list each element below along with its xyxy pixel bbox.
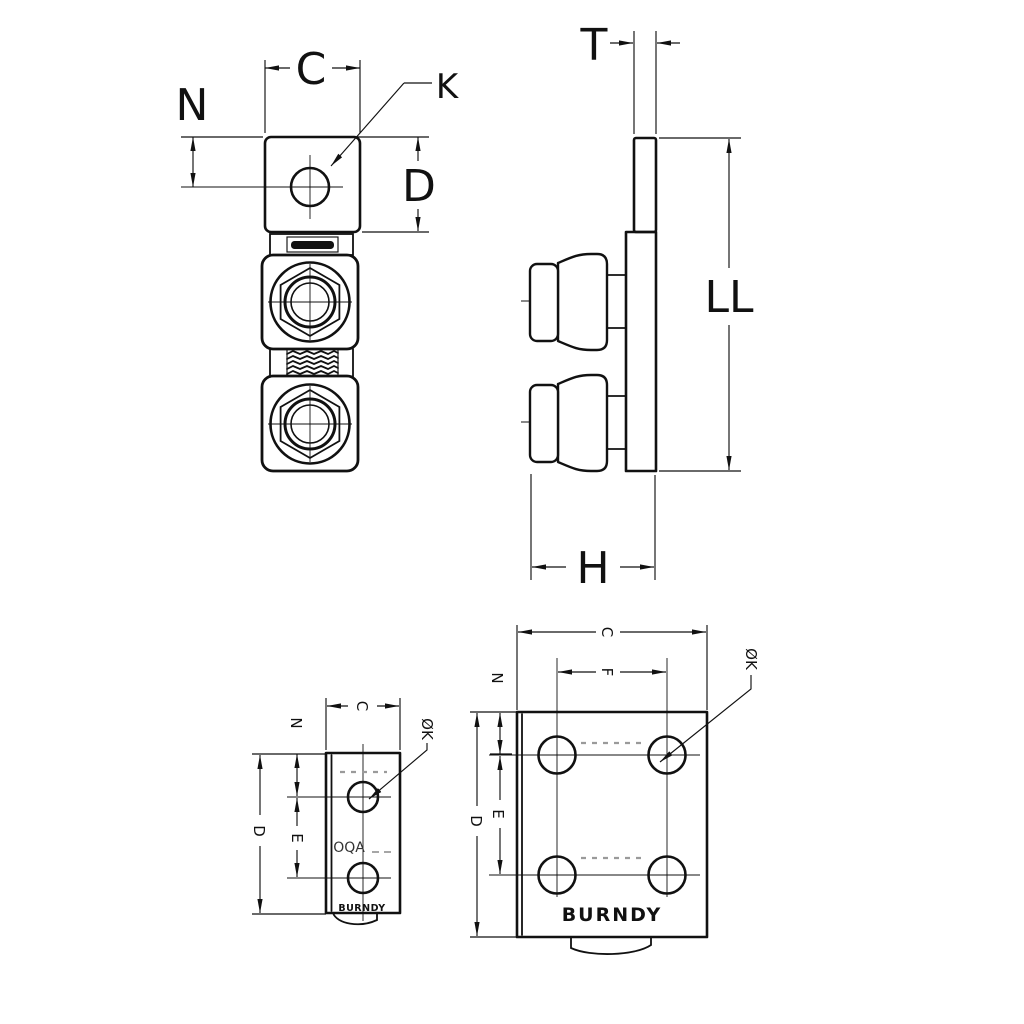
pad-back-view: C F N D E ØK BURNDY	[467, 625, 760, 955]
clamp-body-1	[260, 253, 360, 351]
pad-blade-side	[632, 136, 658, 234]
set-screw-side-2	[521, 373, 627, 473]
hole-dia-callout-padside: ØK	[418, 718, 436, 741]
dim-label-e-padside: E	[288, 833, 306, 842]
hole-bottom-right	[647, 855, 687, 895]
set-screw-front-2	[268, 383, 352, 465]
dim-label-f-padback: F	[598, 668, 616, 677]
dim-label-c-padback: C	[598, 627, 616, 637]
dim-label-h: H	[576, 543, 609, 594]
clamp-body-2	[260, 374, 360, 473]
serration	[269, 348, 354, 378]
dim-label-d-front: D	[402, 161, 436, 212]
dim-label-n-padback: N	[488, 672, 506, 683]
dim-label-e-padback: E	[489, 809, 507, 818]
dim-label-d-padback: D	[467, 815, 485, 827]
pad-plate-back	[515, 710, 709, 939]
dim-label-c-front: C	[296, 44, 327, 95]
brand-logo-small: BURNDY	[338, 903, 385, 914]
hole-callout-k: K	[436, 67, 460, 107]
dim-label-n-front: N	[176, 80, 209, 131]
hole-bottom-left	[537, 855, 577, 895]
set-screw-side-1	[521, 252, 627, 352]
hole-top-left	[537, 735, 577, 775]
bottom-tab-back	[570, 936, 652, 955]
lower-hole	[346, 861, 380, 895]
dim-label-ll: LL	[704, 272, 754, 323]
pad-outline	[263, 135, 362, 234]
dim-label-c-padside: C	[353, 701, 371, 711]
brand-logo: BURNDY	[562, 904, 663, 926]
pad-side-view: C N D E ØK OQA BURNDY	[250, 698, 436, 926]
hole-top-right	[647, 735, 687, 775]
bottom-tab	[332, 912, 378, 926]
front-view: C N D K	[176, 44, 460, 473]
hole-dia-callout-padback: ØK	[742, 648, 760, 671]
set-screw-front-1	[268, 261, 352, 343]
side-view: T LL H	[521, 20, 754, 594]
dim-label-t: T	[580, 20, 608, 71]
body-side	[624, 230, 658, 473]
dim-label-n-padside: N	[287, 717, 305, 728]
part-marking: OQA	[333, 840, 365, 856]
dim-label-d-padside: D	[250, 825, 268, 837]
